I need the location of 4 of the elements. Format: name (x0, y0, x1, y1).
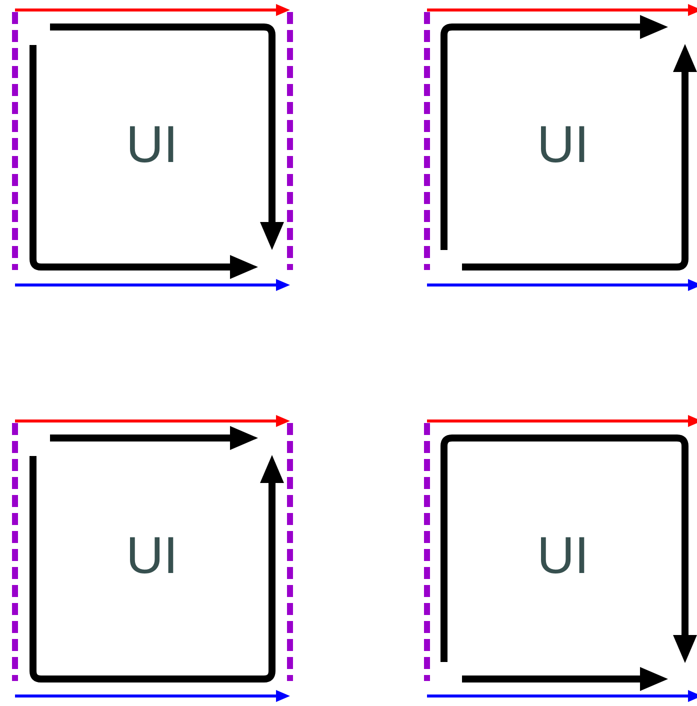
panel-label: UI (126, 530, 178, 582)
panel-label: UI (537, 119, 589, 171)
panel-label: UI (126, 119, 178, 171)
panel-label: UI (537, 530, 589, 582)
